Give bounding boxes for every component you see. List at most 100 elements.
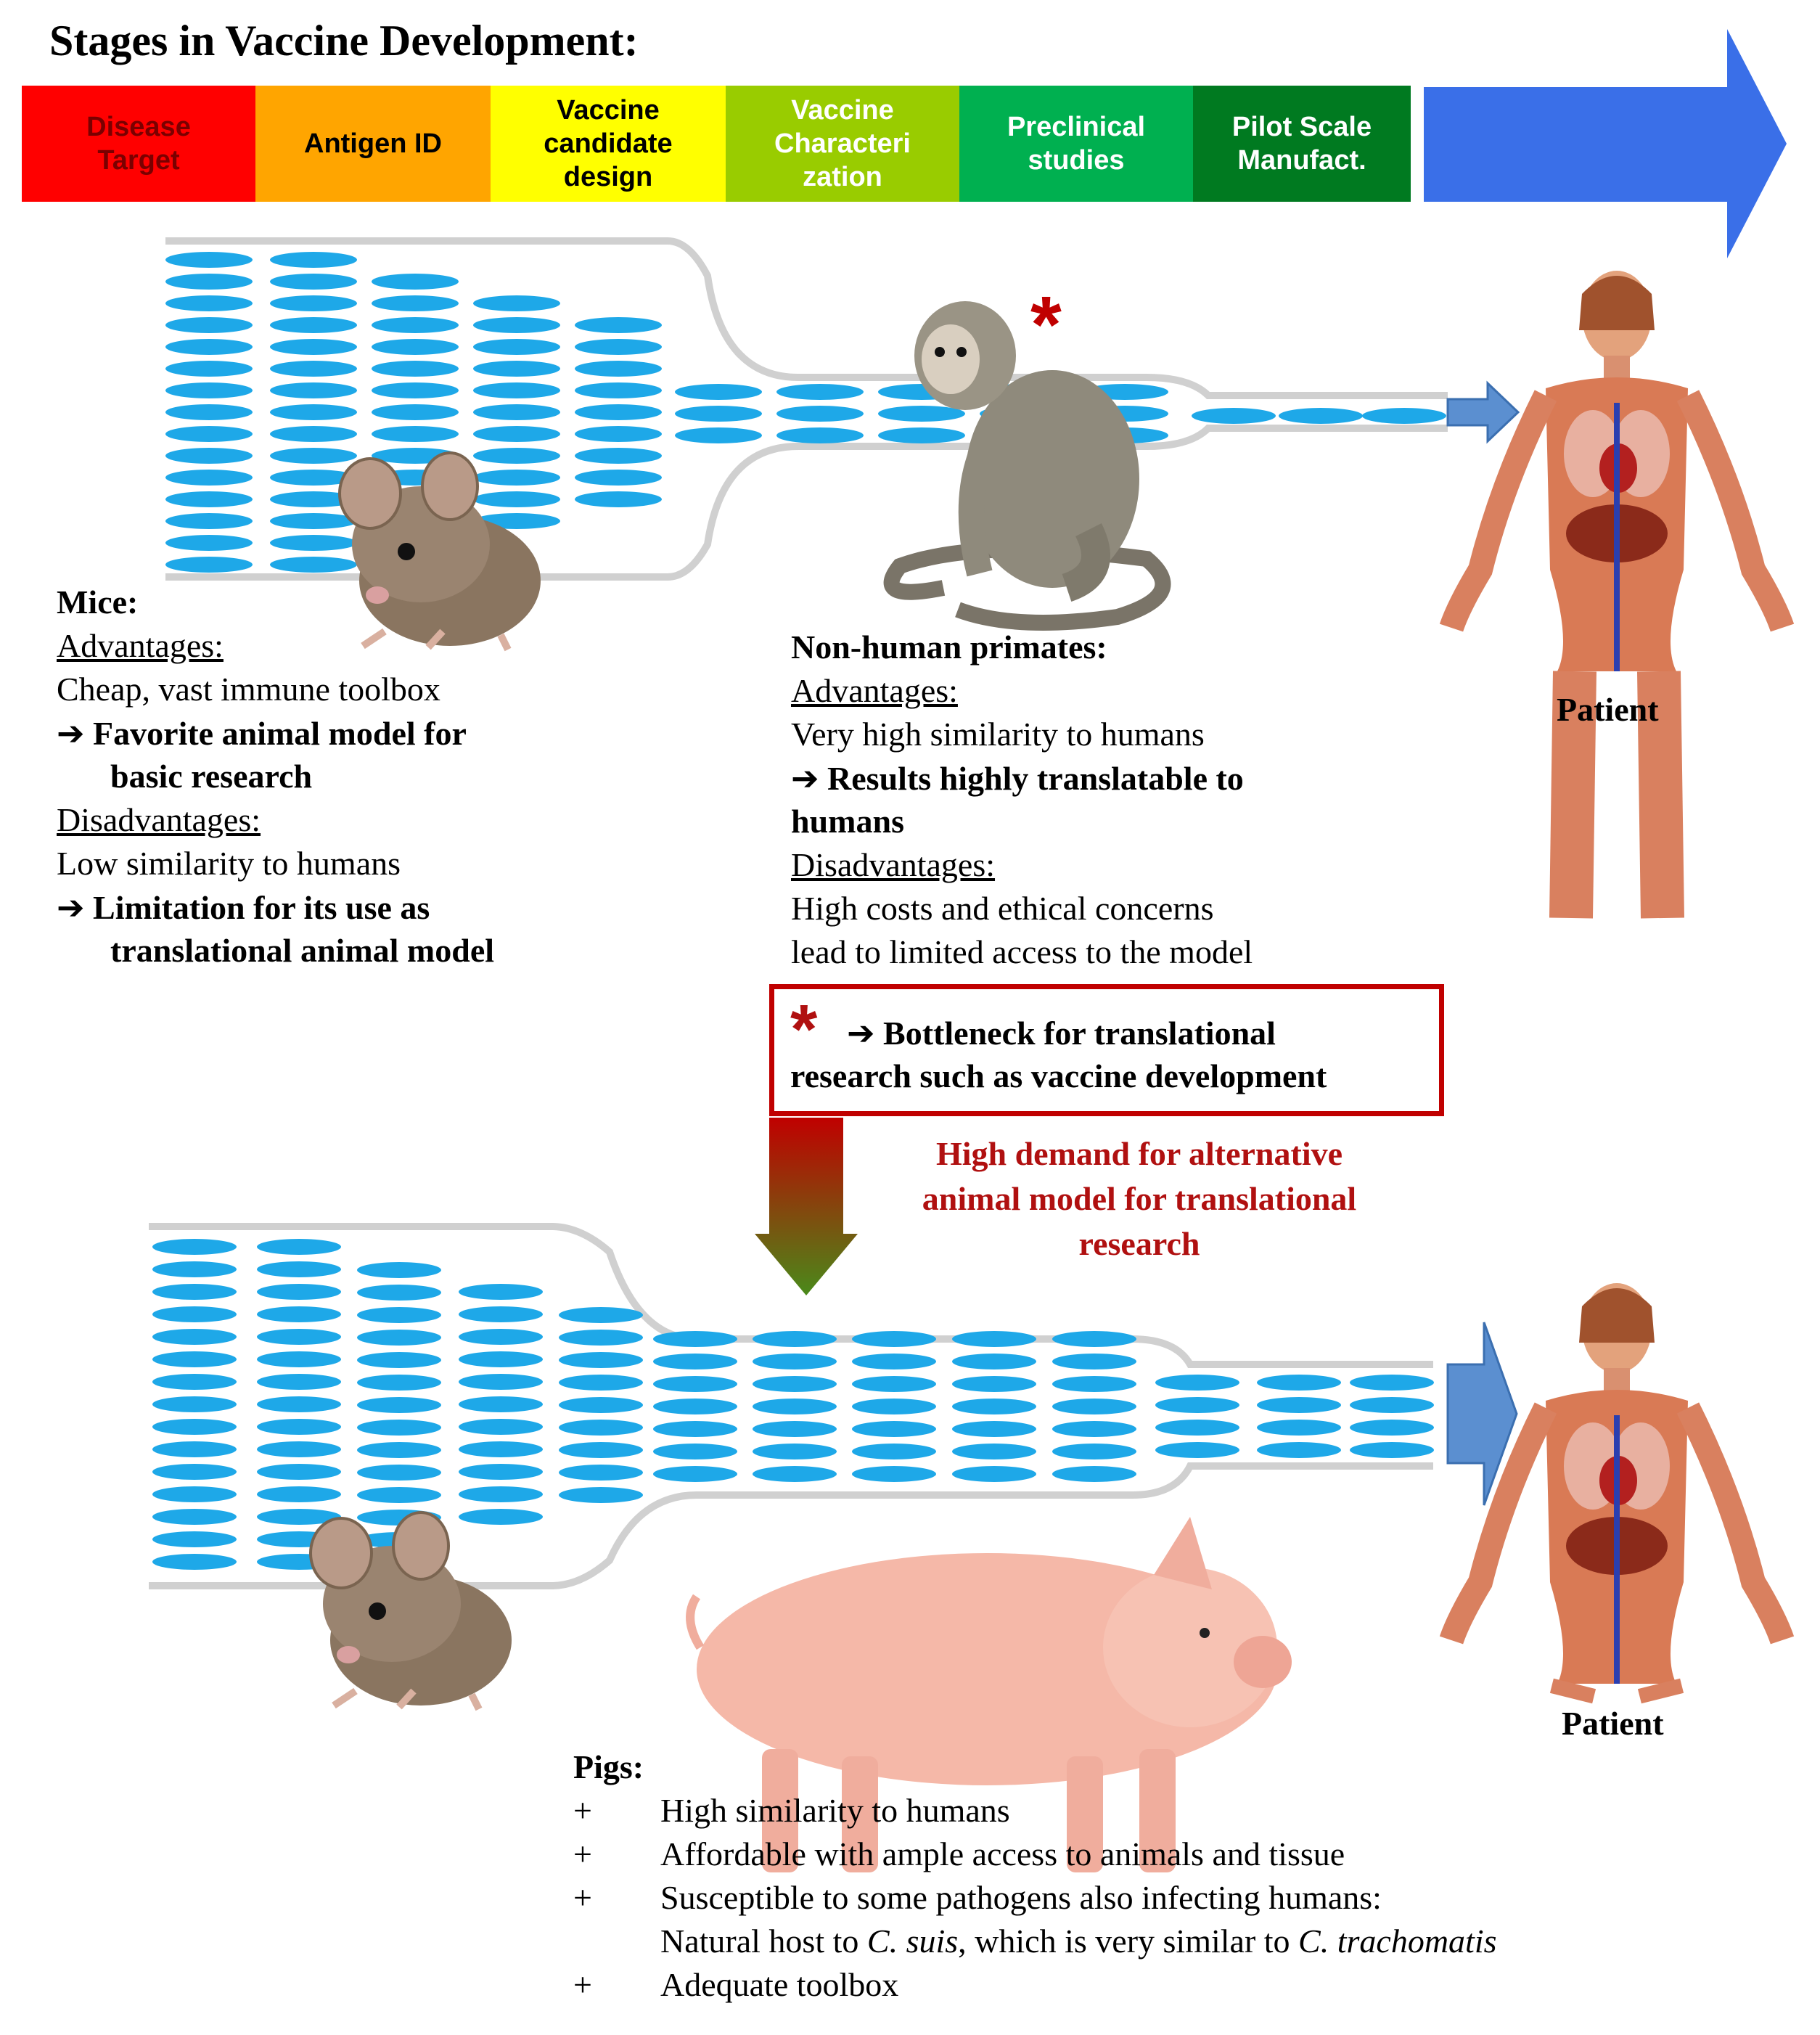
nhp-advantages-label: Advantages: bbox=[791, 672, 958, 709]
plus-icon: + bbox=[573, 1835, 592, 1872]
candidate-pill bbox=[165, 491, 253, 507]
candidate-pill bbox=[575, 339, 662, 355]
demand-line3: research bbox=[1078, 1225, 1200, 1262]
candidate-pill bbox=[1257, 1442, 1341, 1458]
patient-label-bottom: Patient bbox=[1562, 1705, 1664, 1742]
candidate-pill bbox=[952, 1354, 1036, 1369]
candidate-pill bbox=[473, 361, 560, 377]
candidate-pill bbox=[575, 382, 662, 398]
pigs-item-text: High similarity to humans bbox=[660, 1792, 1010, 1829]
candidate-pill bbox=[357, 1352, 441, 1368]
bottom-funnel-outline bbox=[149, 1223, 1433, 1589]
pig-illustration bbox=[686, 1517, 1292, 1872]
candidate-pill bbox=[459, 1486, 543, 1502]
candidate-pill bbox=[653, 1399, 737, 1414]
candidate-pill bbox=[675, 384, 762, 400]
bottleneck-line2: research such as vaccine development bbox=[790, 1057, 1327, 1094]
candidate-pill bbox=[653, 1421, 737, 1437]
plus-icon: + bbox=[573, 1879, 592, 1916]
candidate-pill bbox=[753, 1399, 837, 1414]
candidate-pill bbox=[270, 448, 357, 464]
nhp-disadvantages-line1: High costs and ethical concerns bbox=[791, 890, 1214, 927]
candidate-pill bbox=[459, 1464, 543, 1480]
nhp-advantages-result: ➔ Results highly translatable to bbox=[791, 756, 1244, 801]
candidate-pill bbox=[952, 1444, 1036, 1459]
candidate-pill bbox=[357, 1330, 441, 1346]
candidate-pill bbox=[270, 491, 357, 507]
candidate-pill bbox=[852, 1354, 936, 1369]
candidate-pill bbox=[1155, 1397, 1239, 1413]
bottom-patient-arrow bbox=[1446, 1322, 1518, 1506]
bottom-funnel-candidates bbox=[152, 1239, 1434, 1570]
candidate-pill bbox=[270, 361, 357, 377]
mice-advantages-text: Cheap, vast immune toolbox bbox=[57, 671, 440, 708]
candidate-pill bbox=[1052, 1399, 1136, 1414]
mice-advantages-result-line1: Favorite animal model for bbox=[93, 715, 467, 752]
candidate-pill bbox=[473, 426, 560, 442]
candidate-pill bbox=[257, 1464, 341, 1480]
candidate-pill bbox=[559, 1487, 643, 1503]
candidate-pill bbox=[257, 1419, 341, 1435]
candidate-pill bbox=[753, 1376, 837, 1392]
candidate-pill bbox=[459, 1306, 543, 1322]
candidate-pill bbox=[357, 1375, 441, 1391]
candidate-pill bbox=[372, 361, 459, 377]
species-c-suis: C. suis bbox=[866, 1923, 959, 1960]
clinical-phases-arrow bbox=[1424, 29, 1787, 258]
candidate-pill bbox=[270, 557, 357, 573]
candidate-pill bbox=[270, 274, 357, 290]
plus-icon: + bbox=[573, 1792, 592, 1829]
stage-6: Pilot Scale Manufact. bbox=[1193, 86, 1411, 202]
mice-advantages-result-line2: basic research bbox=[110, 758, 313, 795]
candidate-pill bbox=[852, 1376, 936, 1392]
mice-disadvantages-result-line2: translational animal model bbox=[110, 932, 495, 969]
candidate-pill bbox=[152, 1531, 237, 1547]
candidate-pill bbox=[357, 1397, 441, 1413]
candidate-pill bbox=[675, 427, 762, 443]
candidate-pill bbox=[357, 1420, 441, 1436]
candidate-pill bbox=[152, 1329, 237, 1345]
candidate-pill bbox=[357, 1262, 441, 1278]
stage-2: Antigen ID bbox=[255, 86, 491, 202]
patient-illustration-bottom bbox=[1439, 1283, 1795, 1704]
candidate-pill bbox=[1279, 408, 1363, 424]
candidate-pill bbox=[257, 1351, 341, 1367]
candidate-pill bbox=[165, 382, 253, 398]
stage-5: Preclinical studies bbox=[959, 86, 1193, 202]
pigs-item-text: Affordable with ample access to animals … bbox=[660, 1835, 1345, 1872]
candidate-pill bbox=[270, 513, 357, 529]
candidate-pill bbox=[952, 1376, 1036, 1392]
candidate-pill bbox=[270, 426, 357, 442]
pigs-item-4: +Adequate toolbox bbox=[573, 1963, 898, 2007]
candidate-pill bbox=[270, 470, 357, 486]
candidate-pill bbox=[559, 1330, 643, 1346]
candidate-pill bbox=[152, 1306, 237, 1322]
bottleneck-asterisk: * bbox=[790, 991, 818, 1068]
candidate-pill bbox=[878, 427, 965, 443]
candidate-pill bbox=[257, 1284, 341, 1300]
patient-illustration-top bbox=[1439, 271, 1795, 919]
candidate-pill bbox=[357, 1487, 441, 1503]
candidate-pill bbox=[653, 1376, 737, 1392]
candidate-pill bbox=[270, 535, 357, 551]
candidate-pill bbox=[372, 426, 459, 442]
candidate-pill bbox=[952, 1331, 1036, 1347]
candidate-pill bbox=[165, 448, 253, 464]
candidate-pill bbox=[257, 1306, 341, 1322]
candidate-pill bbox=[776, 427, 864, 443]
candidate-pill bbox=[152, 1486, 237, 1502]
candidate-pill bbox=[1362, 408, 1446, 424]
candidate-pill bbox=[575, 491, 662, 507]
candidate-pill bbox=[1350, 1397, 1434, 1413]
pigs-item-text: Susceptible to some pathogens also infec… bbox=[660, 1879, 1382, 1916]
candidate-pill bbox=[559, 1352, 643, 1368]
candidate-pill bbox=[165, 274, 253, 290]
mice-advantages-label: Advantages: bbox=[57, 627, 224, 664]
candidate-pill bbox=[559, 1465, 643, 1481]
candidate-pill bbox=[1052, 1421, 1136, 1437]
demand-down-arrow bbox=[755, 1118, 858, 1295]
candidate-pill bbox=[459, 1419, 543, 1435]
candidate-pill bbox=[473, 339, 560, 355]
nhp-advantages-result-line1: Results highly translatable to bbox=[827, 760, 1244, 797]
arrow-icon: ➔ bbox=[57, 713, 85, 753]
